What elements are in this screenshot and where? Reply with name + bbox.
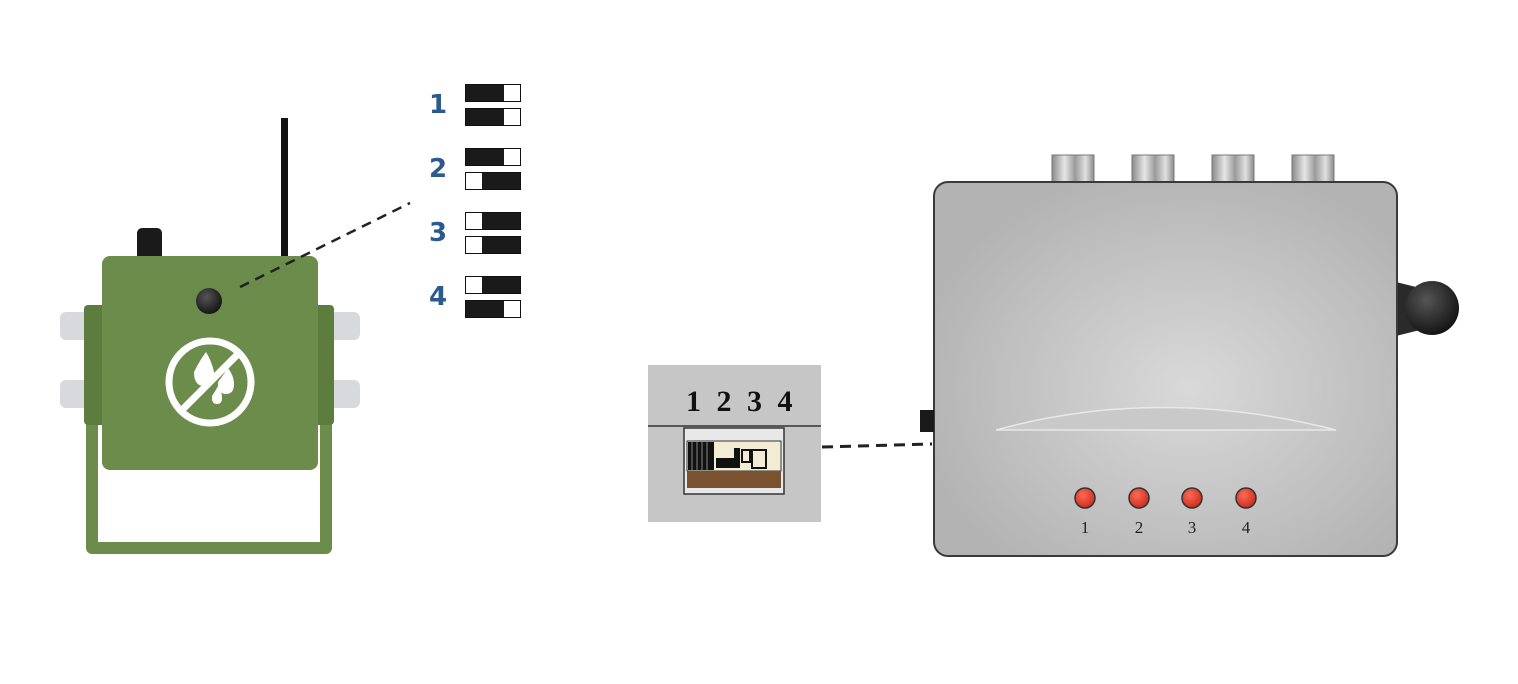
dip-switch-button (196, 288, 222, 314)
dip-sliders (716, 448, 767, 469)
transmitter-device (60, 118, 411, 554)
dip-panel-numbers: 1 2 3 4 (686, 385, 797, 418)
led-label-3: 3 (1187, 518, 1197, 537)
receiver-side-switch (920, 410, 934, 432)
led-label-4: 4 (1241, 518, 1251, 537)
led-label-2: 2 (1134, 518, 1144, 537)
switch-3-top (465, 212, 521, 230)
led-label-1: 1 (1080, 518, 1090, 537)
leader-line-panel (821, 442, 933, 449)
connector-stub (137, 228, 162, 263)
led-4 (1235, 487, 1257, 509)
switch-4-top (465, 276, 521, 294)
led-2 (1128, 487, 1150, 509)
receiver-leds (1074, 487, 1257, 509)
leader-line-switches (239, 201, 411, 289)
switch-1-bottom (465, 108, 521, 126)
no-water-icon (165, 337, 255, 427)
dip-switch-panel (648, 365, 821, 522)
dip-base (687, 471, 781, 488)
receiver-device (821, 154, 1459, 557)
switch-setting-label-3: 3 (428, 218, 448, 248)
switch-2-bottom (465, 172, 521, 190)
mounting-bumps (60, 312, 360, 408)
receiver-curve-highlight (995, 406, 1337, 431)
receiver-body (933, 181, 1398, 557)
switch-setting-label-2: 2 (428, 154, 448, 184)
rca-connectors (1051, 154, 1335, 184)
receiver-antenna-jack (1396, 281, 1459, 336)
switch-setting-label-4: 4 (428, 282, 448, 312)
mount-bracket (86, 420, 332, 554)
switch-setting-label-1: 1 (428, 90, 448, 120)
switch-4-bottom (465, 300, 521, 318)
switch-2-top (465, 148, 521, 166)
led-1 (1074, 487, 1096, 509)
led-3 (1181, 487, 1203, 509)
switch-3-bottom (465, 236, 521, 254)
switch-1-top (465, 84, 521, 102)
antenna (281, 118, 288, 263)
